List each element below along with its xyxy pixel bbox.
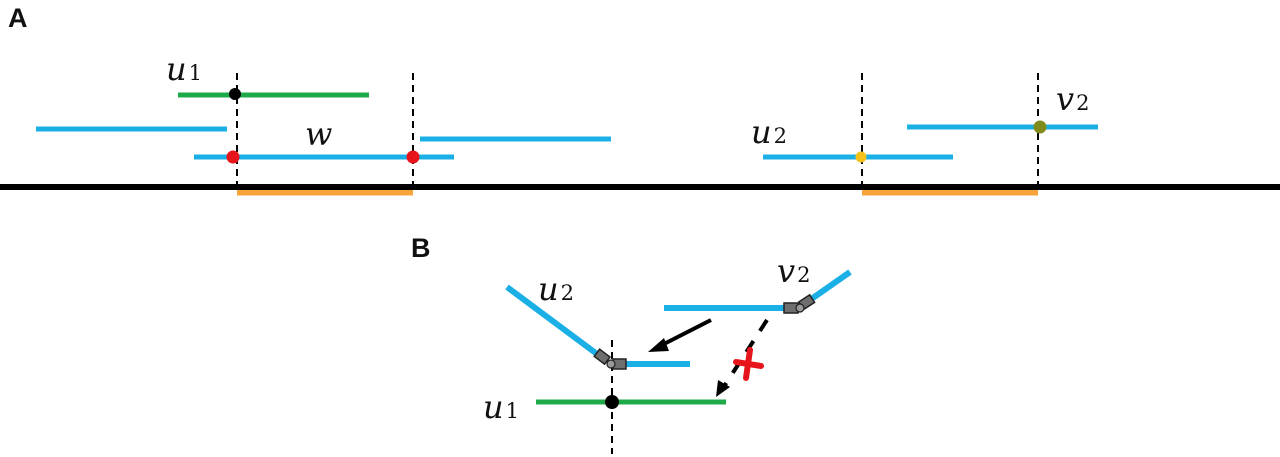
yellow-point-u2	[855, 151, 867, 163]
arrow-forbidden	[716, 318, 769, 397]
forbidden-x-icon	[733, 347, 764, 381]
label-w: w	[305, 115, 332, 153]
olive-point-v2	[1033, 120, 1047, 134]
joint-u2	[593, 348, 627, 370]
label-v2-a: v2	[1056, 80, 1089, 118]
joint-v2	[783, 293, 816, 314]
label-u2-a: u2	[751, 113, 787, 151]
label-v2-b: v2	[777, 252, 810, 290]
label-u1-b: u1	[483, 388, 519, 426]
panel-label-b: B	[411, 233, 431, 263]
point-u1-b	[605, 395, 619, 409]
red-point-right	[406, 150, 420, 164]
red-point-left	[226, 150, 240, 164]
label-u1-a: u1	[166, 50, 202, 88]
read-u2-bent-diagonal	[505, 284, 603, 360]
point-u1	[229, 88, 241, 100]
panel-label-a: A	[8, 3, 28, 33]
arrow-allowed	[648, 318, 712, 352]
label-u2-b: u2	[538, 270, 574, 308]
read-v2-bent-diagonal	[808, 269, 852, 303]
